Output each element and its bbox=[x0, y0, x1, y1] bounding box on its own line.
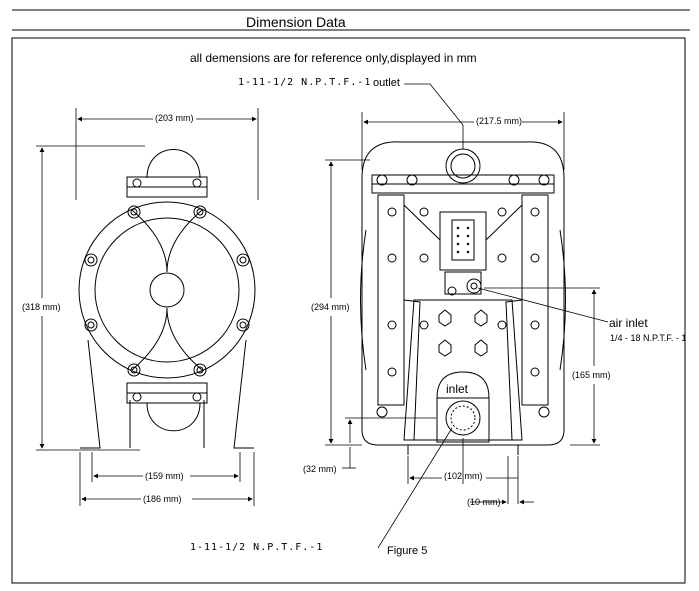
air-inlet-label: air inlet bbox=[609, 316, 648, 330]
front-height-dim: (318 mm) bbox=[22, 302, 61, 312]
inlet-spec: 1-11-1/2 N.P.T.F.-1 bbox=[190, 542, 324, 553]
inlet-label: inlet bbox=[446, 382, 469, 396]
side-height-dim: (294 mm) bbox=[311, 302, 350, 312]
figure-caption: Figure 5 bbox=[387, 545, 428, 557]
drawing-frame bbox=[11, 37, 686, 584]
front-foot-outer-dim: (186 mm) bbox=[143, 494, 182, 504]
outlet-spec: 1-11-1/2 N.P.T.F.-1 bbox=[238, 77, 372, 88]
side-width-dim: (217.5 mm) bbox=[476, 116, 523, 126]
front-view bbox=[78, 149, 256, 449]
front-dimension-lines bbox=[36, 108, 259, 506]
page-title: Dimension Data bbox=[246, 14, 346, 30]
side-dimension-lines bbox=[325, 83, 609, 549]
air-inlet-height-dim: (165 mm) bbox=[572, 370, 611, 380]
front-width-dim: (203 mm) bbox=[155, 113, 194, 123]
outlet-label: outlet bbox=[373, 77, 400, 89]
side-view bbox=[360, 141, 566, 455]
front-foot-inner-dim: (159 mm) bbox=[145, 471, 184, 481]
air-inlet-spec: 1/4 - 18 N.P.T.F. - 1 bbox=[610, 333, 687, 343]
header-rules bbox=[12, 9, 690, 31]
reference-note: all demensions are for reference only,di… bbox=[190, 51, 477, 65]
base-height-dim: (32 mm) bbox=[303, 464, 337, 474]
